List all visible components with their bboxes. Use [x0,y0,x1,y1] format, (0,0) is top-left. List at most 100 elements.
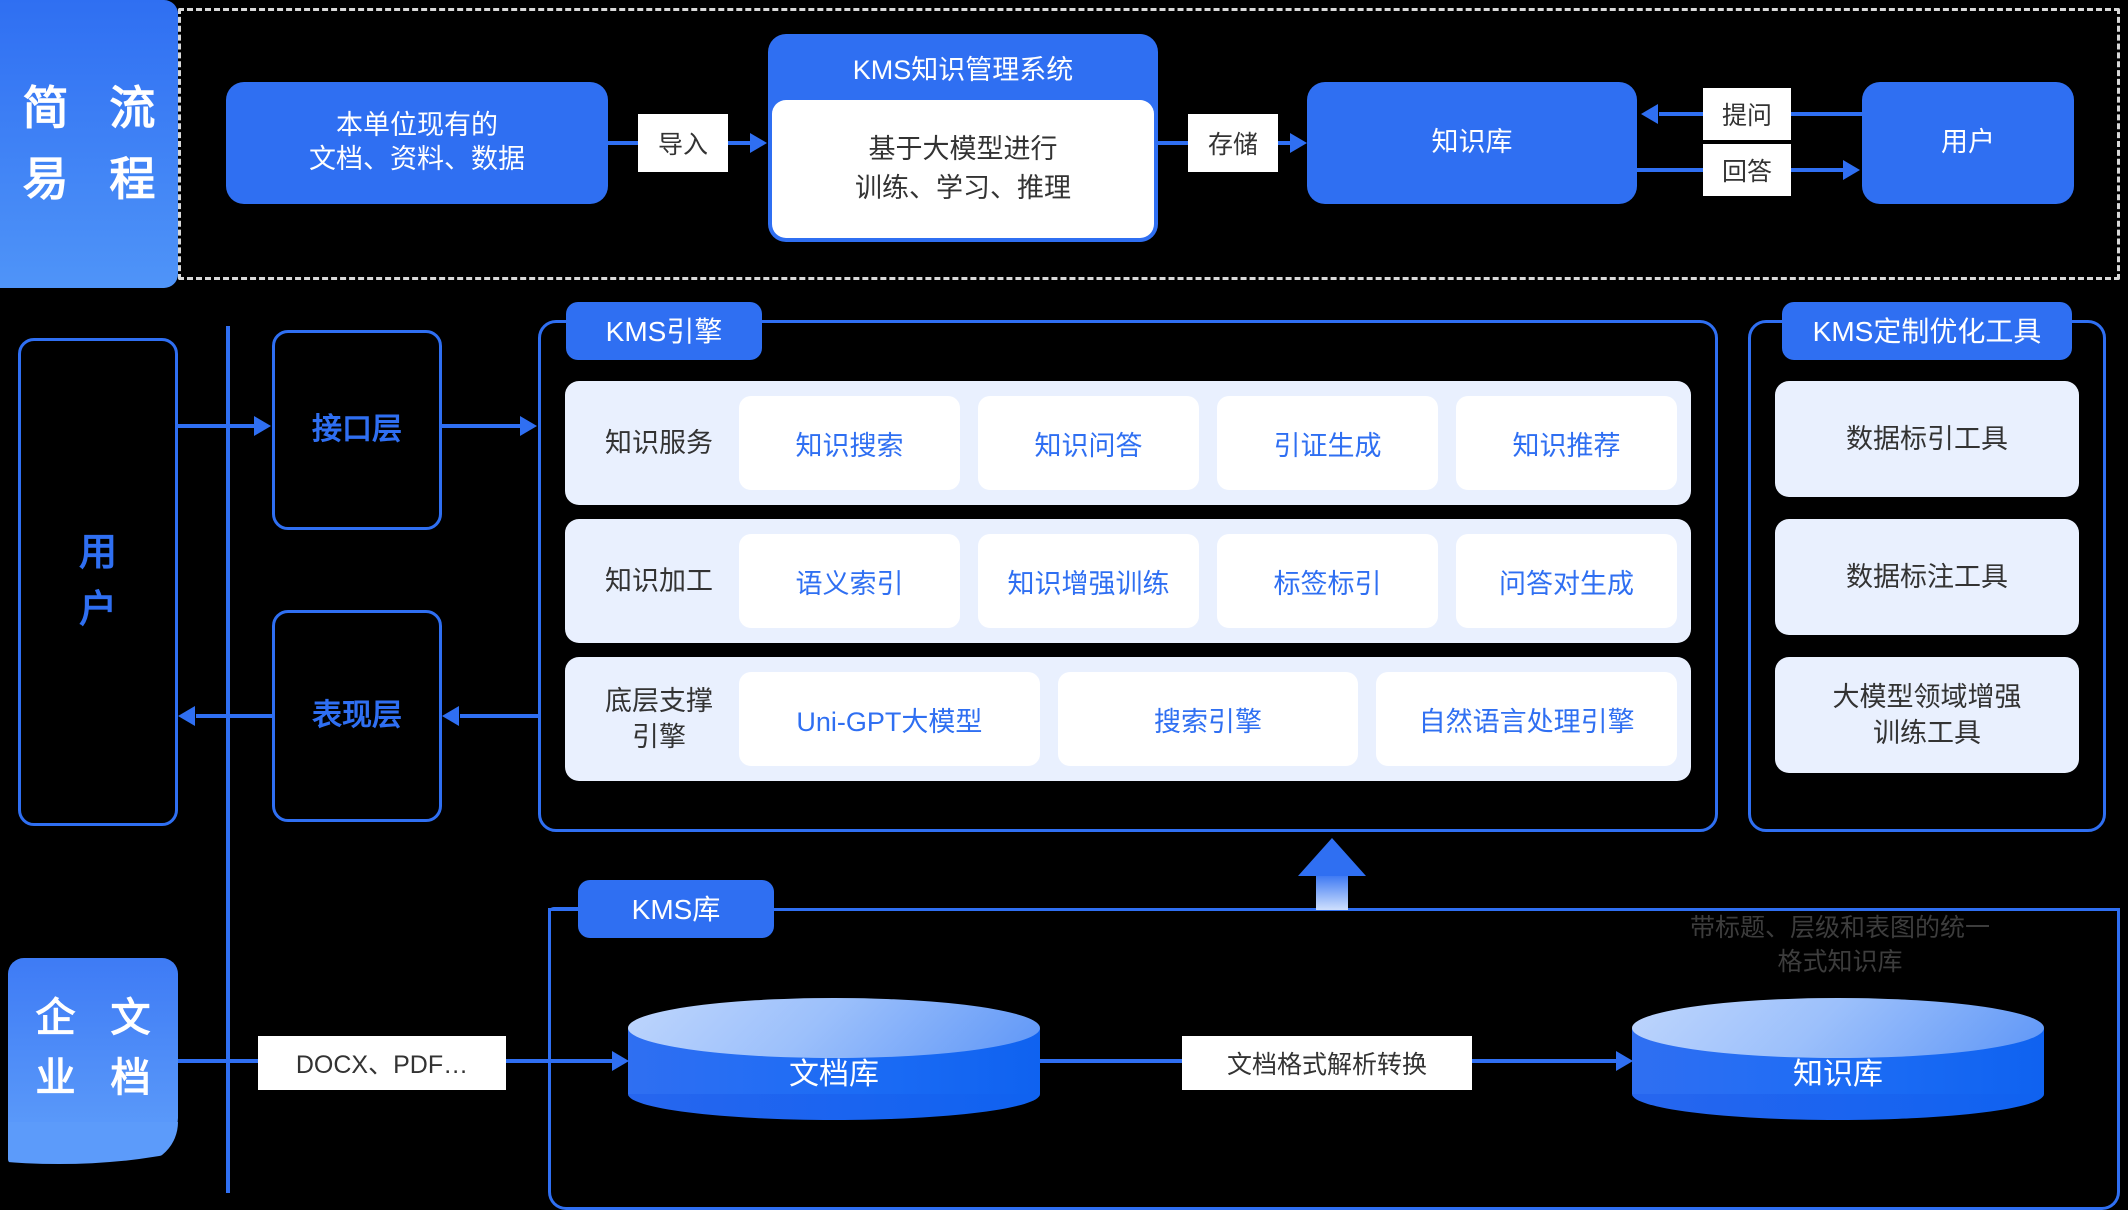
engine-cell-knowledge-augmented-training[interactable]: 知识增强训练 [978,534,1199,628]
tool-data-annotation[interactable]: 数据标注工具 [1775,519,2079,635]
knowledge-store-caption: 带标题、层级和表图的统一 格式知识库 [1640,912,2040,980]
knowledge-store-cylinder[interactable]: 知识库 [1632,998,2044,1120]
arrowhead-pres-to-user [178,706,195,726]
enterprise-documents-label: 企 文 业 档 [8,958,178,1138]
engine-row-label-base-line-2: 引擎 [632,722,686,752]
arrowhead-ask [1641,104,1658,124]
user-left-label: 用 户 [21,341,175,823]
kms-system-body: 基于大模型进行 训练、学习、推理 [772,100,1154,238]
knowledge-base-box-top[interactable]: 知识库 [1307,82,1637,204]
engine-row-cells-processing: 语义索引 知识增强训练 标签标引 问答对生成 [739,534,1677,628]
arrowhead-user-to-api [254,416,271,436]
edge-label-formats: DOCX、PDF… [258,1036,506,1090]
kms-system-box[interactable]: KMS知识管理系统 基于大模型进行 训练、学习、推理 [768,34,1158,242]
connector-docstore-to-kb-b [1472,1059,1616,1063]
simple-flow-band-line-1: 简 流 [22,81,170,134]
kms-system-body-line-2: 训练、学习、推理 [855,173,1071,203]
simple-flow-band-label: 简 流 易 程 [0,0,178,288]
engine-row-label-base-support: 底层支撑 引擎 [579,683,739,756]
source-documents-box[interactable]: 本单位现有的 文档、资料、数据 [226,82,608,204]
upward-feed-arrow-shaft [1316,872,1348,910]
source-documents-line-1: 本单位现有的 [336,110,498,141]
tool-domain-augmented-training[interactable]: 大模型领域增强 训练工具 [1775,657,2079,773]
engine-row-cells-service: 知识搜索 知识问答 引证生成 知识推荐 [739,396,1677,490]
vertical-bus-line [226,326,230,1193]
source-documents-line-2: 文档、资料、数据 [309,144,525,174]
connector-entdoc-to-docstore-b [506,1059,612,1063]
tool-3-line-2: 训练工具 [1873,718,1981,748]
simple-flow-band-line-2: 易 程 [22,153,170,205]
tool-3-line-1: 大模型领域增强 [1832,681,2022,712]
kms-library-top-right-edge [760,908,2120,911]
kms-tools-panel: 数据标引工具 数据标注工具 大模型领域增强 训练工具 [1748,320,2106,832]
arrowhead-answer [1843,160,1860,180]
engine-cell-search-engine[interactable]: 搜索引擎 [1057,672,1359,766]
kms-tools-tag: KMS定制优化工具 [1782,302,2072,360]
connector-pres-to-user [196,714,272,718]
upward-feed-arrow-icon [1298,838,1366,910]
edge-label-import: 导入 [638,114,728,172]
arrowhead-kb-store [1616,1051,1633,1071]
document-store-cylinder[interactable]: 文档库 [628,998,1040,1120]
tool-data-indexing[interactable]: 数据标引工具 [1775,381,2079,497]
engine-cell-citation-generation[interactable]: 引证生成 [1217,396,1438,490]
engine-cell-semantic-index[interactable]: 语义索引 [739,534,960,628]
kms-engine-panel: 知识服务 知识搜索 知识问答 引证生成 知识推荐 知识加工 语义索引 知识增强训… [538,320,1718,832]
knowledge-store-caption-line-1: 带标题、层级和表图的统一 [1689,914,1990,942]
engine-cell-tag-indexing[interactable]: 标签标引 [1217,534,1438,628]
kms-library-top-left-edge [548,908,578,911]
connector-system-to-kb-a [1158,141,1190,145]
arrowhead-engine-to-pres [442,706,459,726]
knowledge-store-caption-line-2: 格式知识库 [1777,947,1903,976]
simple-flow-dashed-frame [178,8,2120,280]
connector-api-to-engine [442,424,520,428]
kms-system-title: KMS知识管理系统 [852,54,1074,85]
engine-row-knowledge-processing: 知识加工 语义索引 知识增强训练 标签标引 问答对生成 [565,519,1691,643]
engine-cell-nlp-engine[interactable]: 自然语言处理引擎 [1376,672,1678,766]
engine-cell-qa-pair-generation[interactable]: 问答对生成 [1456,534,1677,628]
upward-feed-arrow-head [1298,838,1366,876]
connector-ask-line [1791,112,1862,116]
engine-row-base-support: 底层支撑 引擎 Uni-GPT大模型 搜索引擎 自然语言处理引擎 [565,657,1691,781]
user-left-char-2: 户 [78,589,117,631]
edge-label-parse-convert: 文档格式解析转换 [1182,1036,1472,1090]
kms-engine-tag: KMS引擎 [566,302,762,360]
user-box-top[interactable]: 用户 [1862,82,2074,204]
arrowhead-docstore [612,1051,629,1071]
connector-answer-line-2 [1791,168,1843,172]
user-left-char-1: 用 [78,532,117,574]
connector-source-to-system-a [608,141,642,145]
knowledge-store-label: 知识库 [1793,1058,1883,1091]
connector-system-to-kb-b [1278,141,1290,145]
connector-ask-line-2 [1659,112,1703,116]
user-left-box[interactable]: 用 户 [18,338,178,826]
enterprise-documents-box[interactable]: 企 文 业 档 [8,958,178,1138]
enterprise-documents-line-2: 业 档 [35,1056,163,1100]
presentation-layer-box[interactable]: 表现层 [272,610,442,822]
engine-cell-knowledge-search[interactable]: 知识搜索 [739,396,960,490]
edge-label-store: 存储 [1188,114,1278,172]
engine-cell-knowledge-qa[interactable]: 知识问答 [978,396,1199,490]
enterprise-documents-line-1: 企 文 [35,996,163,1040]
engine-row-label-base-line-1: 底层支撑 [605,685,713,716]
arrowhead-api-to-engine [520,416,537,436]
connector-user-to-api [178,424,254,428]
arrowhead-import [750,133,767,153]
document-store-label: 文档库 [789,1058,879,1091]
connector-docstore-to-kb-a [1040,1059,1182,1063]
simple-flow-band: 简 流 易 程 [0,0,178,288]
document-store-cylinder-top [628,998,1040,1058]
connector-engine-to-pres [460,714,538,718]
engine-cell-knowledge-recommendation[interactable]: 知识推荐 [1456,396,1677,490]
engine-row-cells-base-support: Uni-GPT大模型 搜索引擎 自然语言处理引擎 [739,672,1678,766]
kms-system-body-line-1: 基于大模型进行 [868,133,1058,164]
api-layer-box[interactable]: 接口层 [272,330,442,530]
engine-row-label-processing: 知识加工 [605,565,713,596]
engine-row-knowledge-service: 知识服务 知识搜索 知识问答 引证生成 知识推荐 [565,381,1691,505]
engine-row-label-service: 知识服务 [605,427,713,458]
edge-label-ask: 提问 [1703,88,1791,140]
connector-entdoc-to-docstore-a [178,1059,260,1063]
connector-source-to-system-b [728,141,750,145]
engine-cell-uni-gpt-model[interactable]: Uni-GPT大模型 [739,672,1040,766]
arrowhead-store [1290,133,1307,153]
